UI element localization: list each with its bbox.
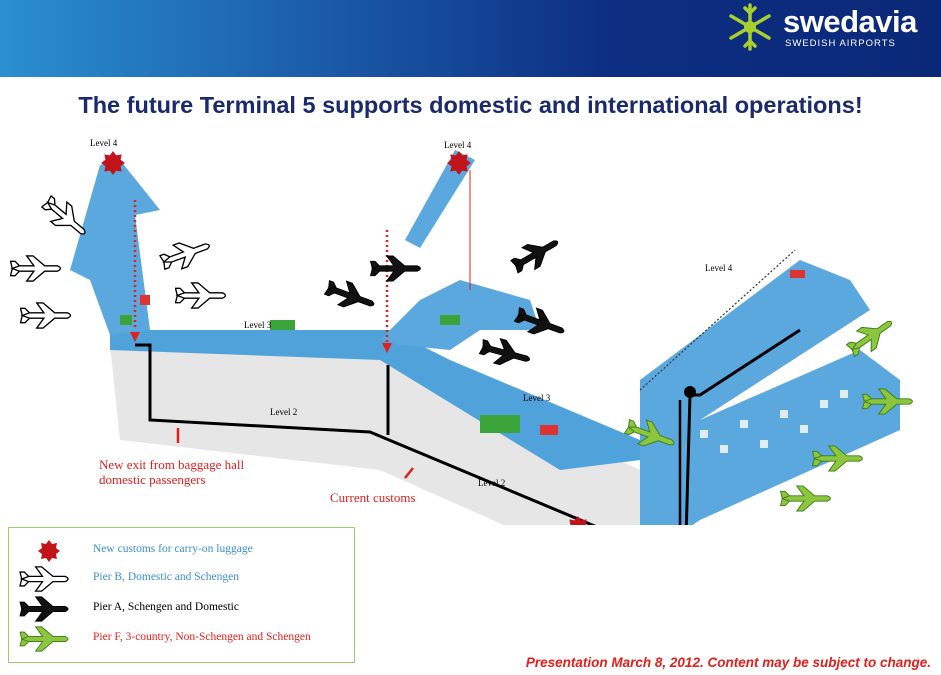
legend-label: Pier B, Domestic and Schengen [93,571,239,583]
green-plane-icon [780,485,831,512]
white-plane-icon [157,232,215,276]
legend-item: Pier A, Schengen and Domestic [9,596,354,622]
white-plane-icon [10,255,62,282]
slide-title: The future Terminal 5 supports domestic … [78,92,863,118]
red-star-icon [447,151,471,175]
red-dotted-paths [133,200,389,345]
white-plane-icon [20,302,72,329]
logo-tagline: SWEDISH AIRPORTS [785,37,896,49]
black-plane-icon [19,596,69,622]
level-label: Level 3 [244,320,272,330]
white-plane-icon [175,282,227,309]
current-customs-annotation: Current customs [330,490,416,505]
main-corridor [110,330,640,470]
legend: New customs for carry-on luggage Pier B,… [8,527,355,663]
snowflake-icon [729,3,771,51]
green-plane-icon [19,626,69,652]
legend-label: New customs for carry-on luggage [93,543,253,555]
header-banner: swedavia SWEDISH AIRPORTS [0,0,941,77]
level-label: Level 2 [478,478,506,488]
red-exit-arrows [176,428,414,479]
level-label: Level 4 [444,140,472,150]
level-label: Level 4 [90,138,118,148]
red-zones [140,270,805,435]
new-exit-annotation: New exit from baggage hall domestic pass… [99,457,245,487]
level-label: Level 3 [523,393,551,403]
swedavia-logo: swedavia SWEDISH AIRPORTS [725,2,917,52]
red-arrowheads [130,332,392,353]
footer-note: Presentation March 8, 2012. Content may … [525,655,931,670]
pier-a-upper [405,150,475,248]
red-star-icon [101,151,125,175]
legend-label: Pier F, 3-country, Non-Schengen and Sche… [93,631,311,643]
level-label: Level 2 [270,407,298,417]
black-plane-icon [477,333,534,373]
black-plane-icon [322,275,379,317]
green-zones [120,315,520,433]
gate-blocks [700,390,848,453]
black-plane-icon [370,255,421,282]
terminal-map [10,150,913,525]
logo-wordmark: swedavia [783,3,917,39]
black-plane-icon [507,230,565,279]
legend-label: Pier A, Schengen and Domestic [93,601,239,613]
legend-item: Pier B, Domestic and Schengen [9,566,354,592]
white-plane-icon [19,566,69,592]
level-label: Level 4 [705,263,733,273]
legend-item: New customs for carry-on luggage [9,538,354,564]
red-star-icon [38,540,60,562]
legend-item: Pier F, 3-country, Non-Schengen and Sche… [9,626,354,652]
level-4-guide-line [639,249,796,391]
route-node [684,386,696,398]
pier-b [70,160,160,335]
